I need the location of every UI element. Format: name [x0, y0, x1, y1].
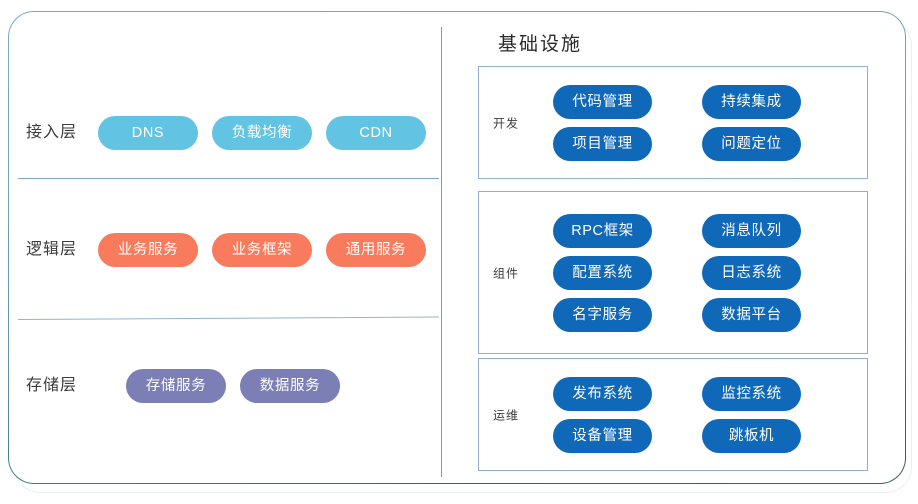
group-row: 名字服务 数据平台: [553, 297, 853, 332]
pill-monitoring-system[interactable]: 监控系统: [702, 376, 801, 411]
group-row: RPC框架 消息队列: [553, 213, 853, 248]
group-grid-operations: 发布系统 监控系统 设备管理 跳板机: [553, 359, 853, 470]
layer-row-logic: 逻辑层 业务服务 业务框架 通用服务: [8, 233, 442, 267]
pill-rpc-framework[interactable]: RPC框架: [553, 213, 652, 248]
group-grid-development: 代码管理 持续集成 项目管理 问题定位: [553, 67, 853, 178]
pill-name-service[interactable]: 名字服务: [553, 297, 652, 332]
group-label-development: 开发: [493, 116, 520, 130]
infrastructure-title: 基础设施: [498, 34, 583, 55]
pill-dns[interactable]: DNS: [98, 116, 198, 150]
group-box-components: 组件 RPC框架 消息队列 配置系统 日志系统 名字服务 数据平台: [478, 191, 868, 354]
pill-load-balancer[interactable]: 负载均衡: [212, 116, 312, 150]
pill-cdn[interactable]: CDN: [326, 116, 426, 150]
group-row: 项目管理 问题定位: [553, 126, 853, 161]
group-label-operations: 运维: [493, 408, 520, 422]
group-row: 发布系统 监控系统: [553, 376, 853, 411]
group-label-components: 组件: [493, 266, 520, 280]
pill-log-system[interactable]: 日志系统: [702, 255, 801, 290]
layer-row-storage: 存储层 存储服务 数据服务: [8, 369, 442, 403]
pill-business-service[interactable]: 业务服务: [98, 233, 198, 267]
pill-data-platform[interactable]: 数据平台: [702, 297, 801, 332]
group-box-development: 开发 代码管理 持续集成 项目管理 问题定位: [478, 66, 868, 179]
group-row: 设备管理 跳板机: [553, 418, 853, 453]
pill-business-framework[interactable]: 业务框架: [212, 233, 312, 267]
layer-row-access: 接入层 DNS 负载均衡 CDN: [8, 116, 442, 150]
pill-release-system[interactable]: 发布系统: [553, 376, 652, 411]
infrastructure-panel: 基础设施 开发 代码管理 持续集成 项目管理 问题定位 组件 RPC框架: [442, 11, 906, 484]
pill-code-management[interactable]: 代码管理: [553, 84, 652, 119]
pill-project-management[interactable]: 项目管理: [553, 126, 652, 161]
pill-message-queue[interactable]: 消息队列: [702, 213, 801, 248]
group-row: 代码管理 持续集成: [553, 84, 853, 119]
layer-label-logic: 逻辑层: [26, 241, 78, 258]
pill-storage-service[interactable]: 存储服务: [126, 369, 226, 403]
pill-config-system[interactable]: 配置系统: [553, 255, 652, 290]
pill-data-service[interactable]: 数据服务: [240, 369, 340, 403]
layer-divider-logic-storage: [17, 316, 439, 320]
group-box-operations: 运维 发布系统 监控系统 设备管理 跳板机: [478, 358, 868, 471]
layer-label-access: 接入层: [26, 124, 78, 141]
group-grid-components: RPC框架 消息队列 配置系统 日志系统 名字服务 数据平台: [553, 192, 853, 353]
group-row: 配置系统 日志系统: [553, 255, 853, 290]
pill-issue-tracking[interactable]: 问题定位: [702, 126, 801, 161]
pill-device-management[interactable]: 设备管理: [553, 418, 652, 453]
layer-divider-access-logic: [18, 178, 439, 179]
pill-common-service[interactable]: 通用服务: [326, 233, 426, 267]
pill-continuous-integration[interactable]: 持续集成: [702, 84, 801, 119]
pill-jump-server[interactable]: 跳板机: [702, 418, 801, 453]
panel-vertical-divider: [441, 27, 442, 477]
layer-label-storage: 存储层: [26, 377, 78, 394]
application-layers-panel: 接入层 DNS 负载均衡 CDN 逻辑层 业务服务 业务框架 通用服务 存储层 …: [8, 11, 442, 484]
